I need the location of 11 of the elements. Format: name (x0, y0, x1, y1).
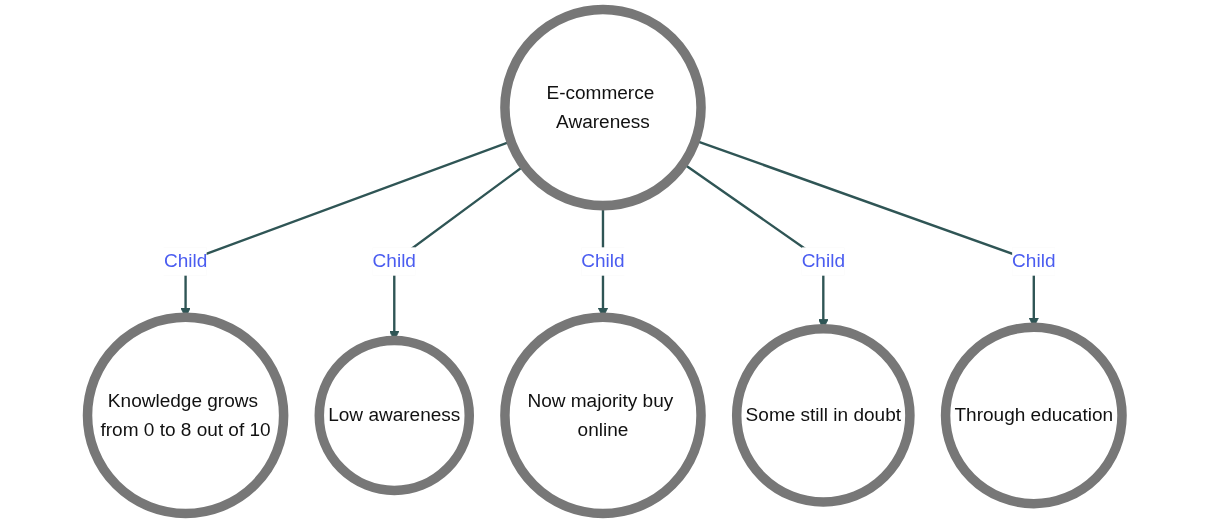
node-circle: Through education (940, 322, 1127, 509)
edge-label: Child (581, 250, 625, 271)
node-circle: E-commerce Awareness (499, 4, 706, 211)
edge-label: Child (163, 250, 207, 271)
node-circle: Knowledge grows from 0 to 8 out of 10 (82, 312, 289, 519)
edge-label: Child (372, 250, 416, 271)
edge-label: Child (801, 250, 845, 271)
node-circle: Some still in doubt (731, 324, 915, 507)
edge-label: Child (1011, 250, 1056, 271)
node-circle: Low awareness (314, 335, 474, 496)
node-circle: Now majority buy online (499, 312, 706, 519)
